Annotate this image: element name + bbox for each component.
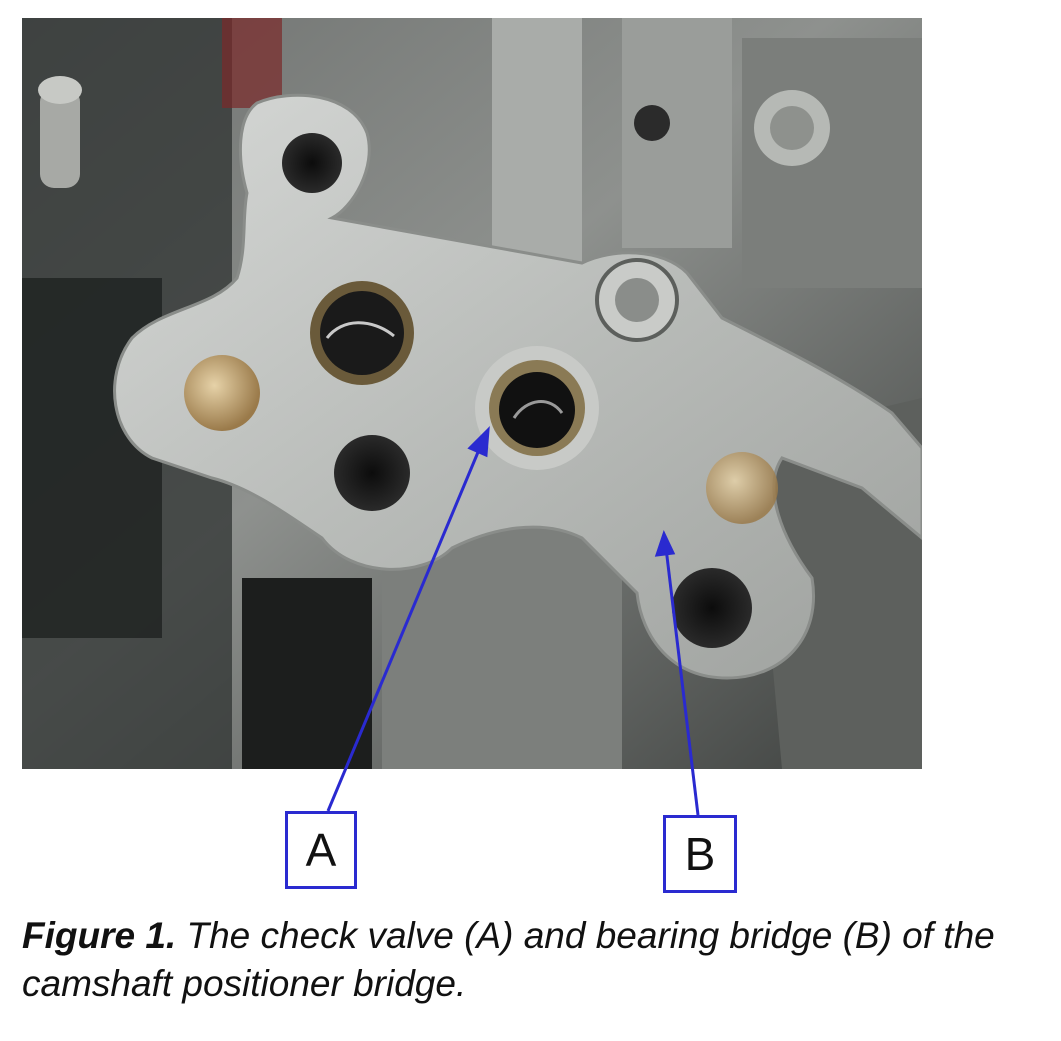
- engine-photo: [22, 18, 922, 769]
- callout-label-b-text: B: [684, 828, 716, 880]
- caption-text: The check valve (A) and bearing bridge (…: [22, 915, 995, 1004]
- figure-caption: Figure 1. The check valve (A) and bearin…: [22, 912, 1057, 1008]
- callout-label-b: B: [663, 815, 737, 893]
- callout-label-a-text: A: [305, 824, 337, 876]
- figure-number: Figure 1.: [22, 915, 177, 956]
- callout-label-a: A: [285, 811, 357, 889]
